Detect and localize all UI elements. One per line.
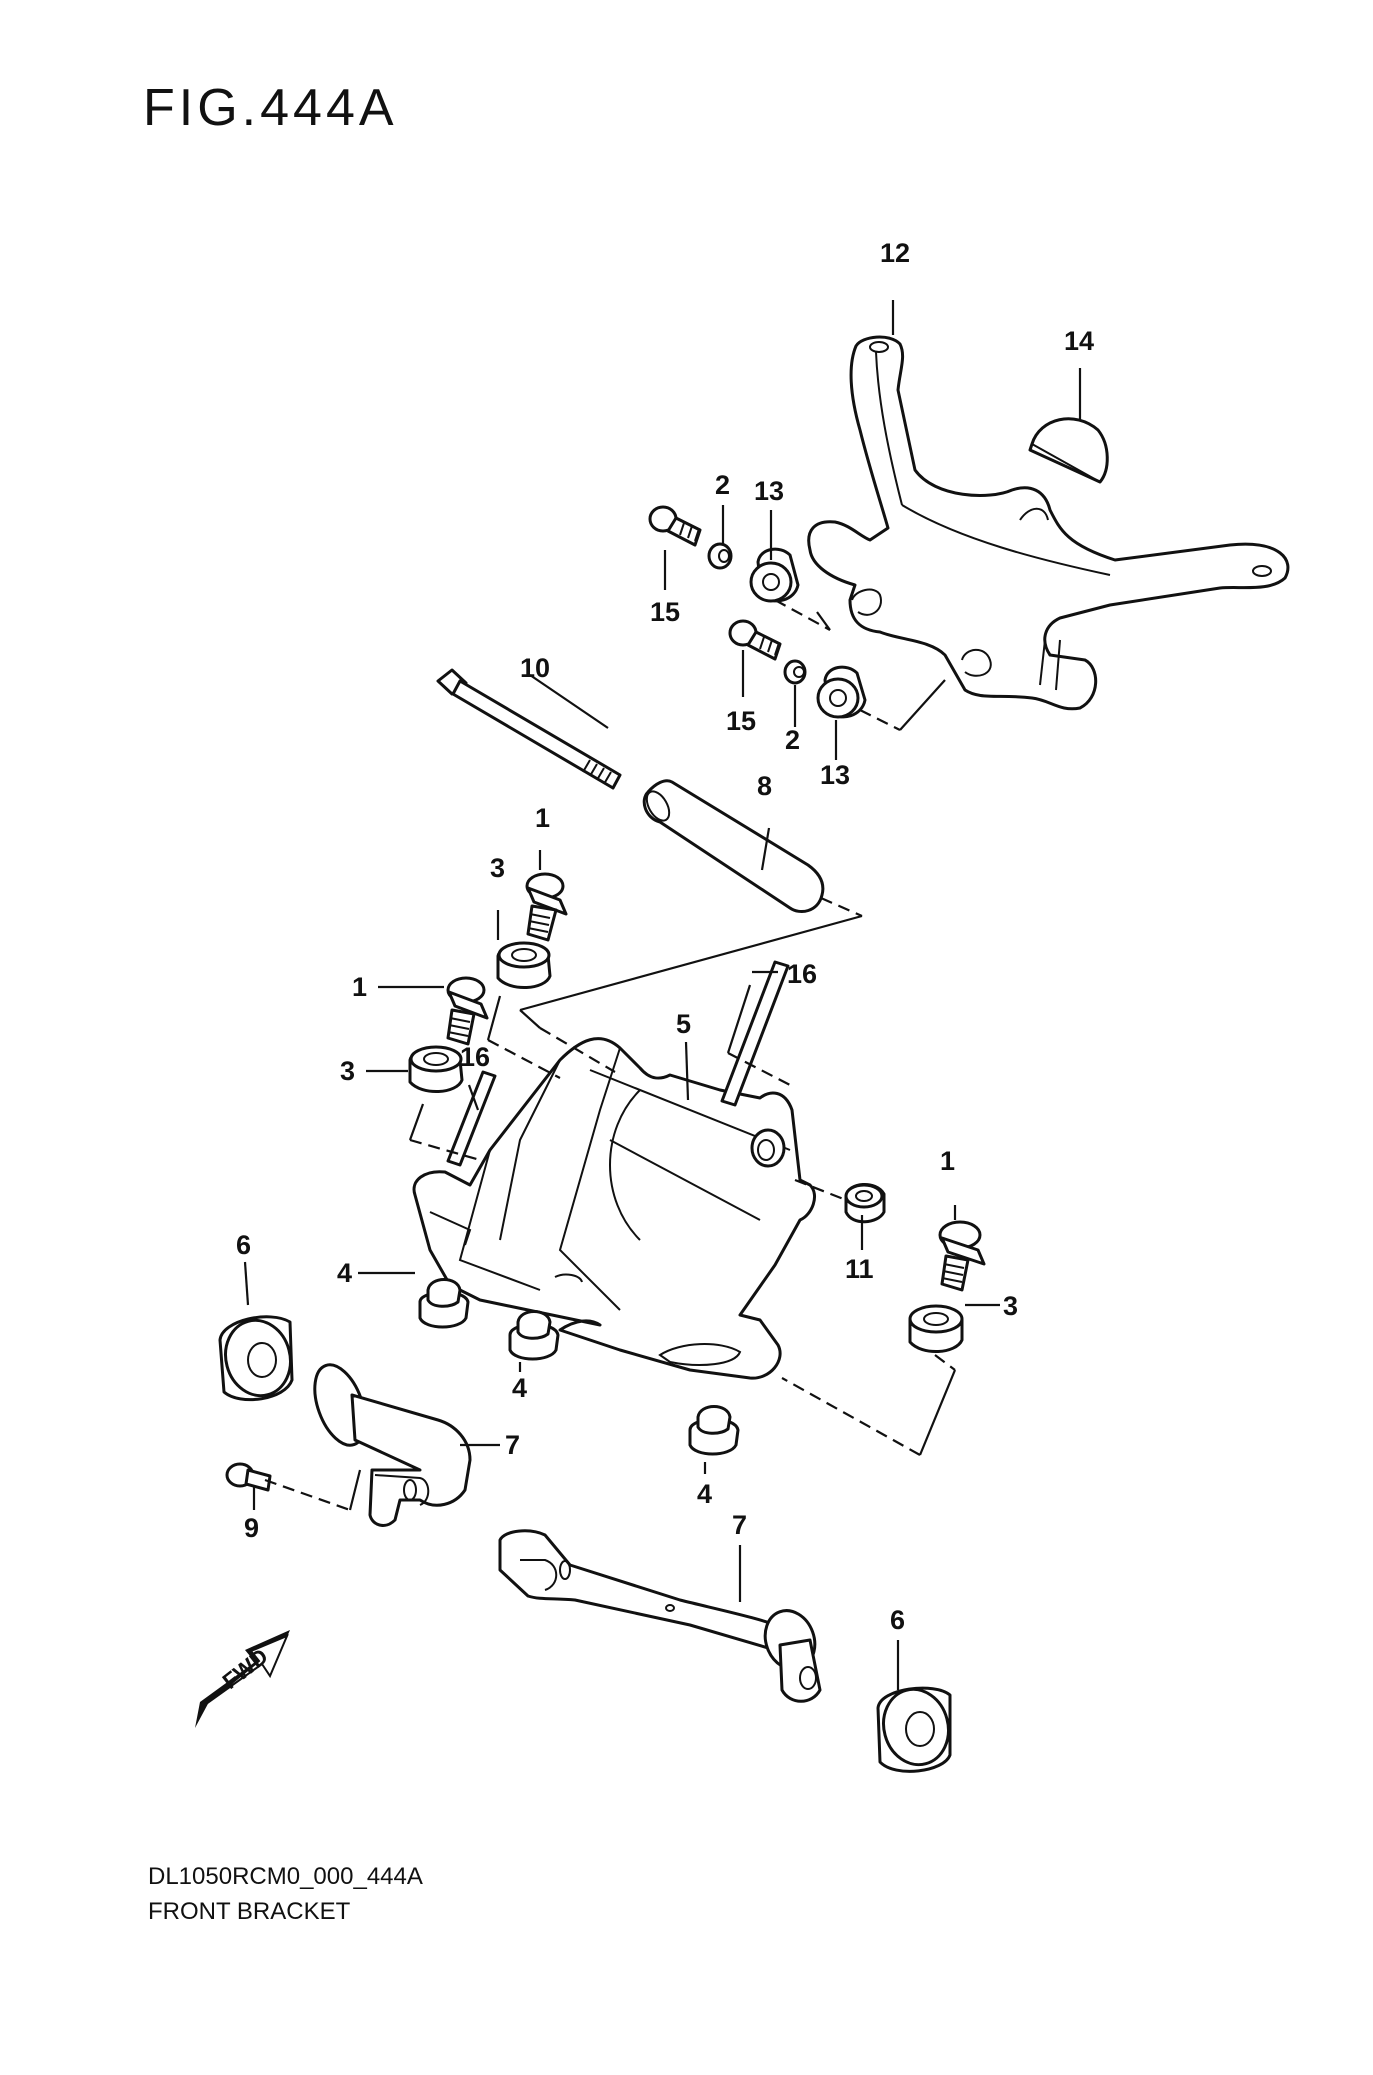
callout-4: 4	[697, 1479, 712, 1509]
part-8-collar	[642, 779, 825, 913]
drawing-name: FRONT BRACKET	[148, 1898, 351, 1925]
callout-7: 7	[505, 1430, 520, 1460]
part-13-grommet-upper	[749, 547, 800, 603]
callout-13: 13	[820, 760, 850, 790]
callout-1: 1	[535, 803, 550, 833]
part-4-cushion-middle	[508, 1310, 560, 1361]
callout-3: 3	[340, 1056, 355, 1086]
part-12-upper-bracket	[807, 335, 1290, 711]
part-11-collar	[844, 1183, 886, 1224]
part-6-damper-left	[218, 1315, 294, 1402]
part-3-grommet-top	[496, 941, 552, 990]
callout-16: 16	[460, 1042, 490, 1072]
callout-15: 15	[726, 706, 756, 736]
part-1-bolt-left	[446, 976, 489, 1046]
part-2-washer-lower	[783, 659, 807, 685]
part-4-cushion-left	[418, 1278, 470, 1329]
callout-2: 2	[785, 725, 800, 755]
callout-12: 12	[880, 238, 910, 268]
callout-9: 9	[244, 1513, 259, 1543]
part-7-stay-left	[313, 1363, 472, 1527]
callout-13: 13	[754, 476, 784, 506]
part-15-bolt-upper	[648, 505, 702, 547]
part-4-cushion-bottom	[688, 1405, 740, 1456]
callout-15: 15	[650, 597, 680, 627]
part-3-grommet-left	[408, 1045, 464, 1094]
part-2-washer-upper	[707, 542, 733, 570]
drawing-code: DL1050RCM0_000_444A	[148, 1863, 423, 1890]
part-16-pin-right	[720, 960, 790, 1107]
callout-8: 8	[757, 771, 772, 801]
callout-7: 7	[732, 1510, 747, 1540]
callout-5: 5	[676, 1009, 691, 1039]
callout-10: 10	[520, 653, 550, 683]
part-3-grommet-right	[908, 1304, 964, 1354]
callout-4: 4	[512, 1373, 527, 1403]
callout-1: 1	[352, 972, 367, 1002]
fwd-arrow: FWD	[195, 1630, 290, 1728]
part-10-long-bolt	[436, 668, 622, 790]
assembly-lines	[243, 300, 1082, 1690]
part-1-bolt-top	[525, 872, 568, 942]
part-14-cap	[1028, 417, 1109, 484]
part-1-bolt-right	[938, 1220, 986, 1292]
callout-1: 1	[940, 1146, 955, 1176]
part-15-bolt-lower	[728, 619, 782, 661]
callout-3: 3	[490, 853, 505, 883]
callout-14: 14	[1064, 326, 1094, 356]
callout-6: 6	[890, 1605, 905, 1635]
part-9-bolt	[225, 1462, 272, 1492]
part-5-main-bracket	[412, 1037, 816, 1380]
callout-6: 6	[236, 1230, 251, 1260]
part-7-stay-bottom	[498, 1529, 822, 1703]
callout-11: 11	[845, 1254, 874, 1284]
callout-2: 2	[715, 470, 730, 500]
part-16-pin-left	[446, 1070, 497, 1167]
part-13-grommet-lower	[816, 665, 867, 719]
callout-16: 16	[787, 959, 817, 989]
callout-3: 3	[1003, 1291, 1018, 1321]
part-6-damper-right	[876, 1686, 952, 1773]
figure-title: FIG.444A	[143, 79, 398, 137]
callout-labels: 12 14 2 13 15 10 15 2 13 8 1 3 1 16 5 3 …	[236, 238, 1094, 1635]
callout-4: 4	[337, 1258, 352, 1288]
